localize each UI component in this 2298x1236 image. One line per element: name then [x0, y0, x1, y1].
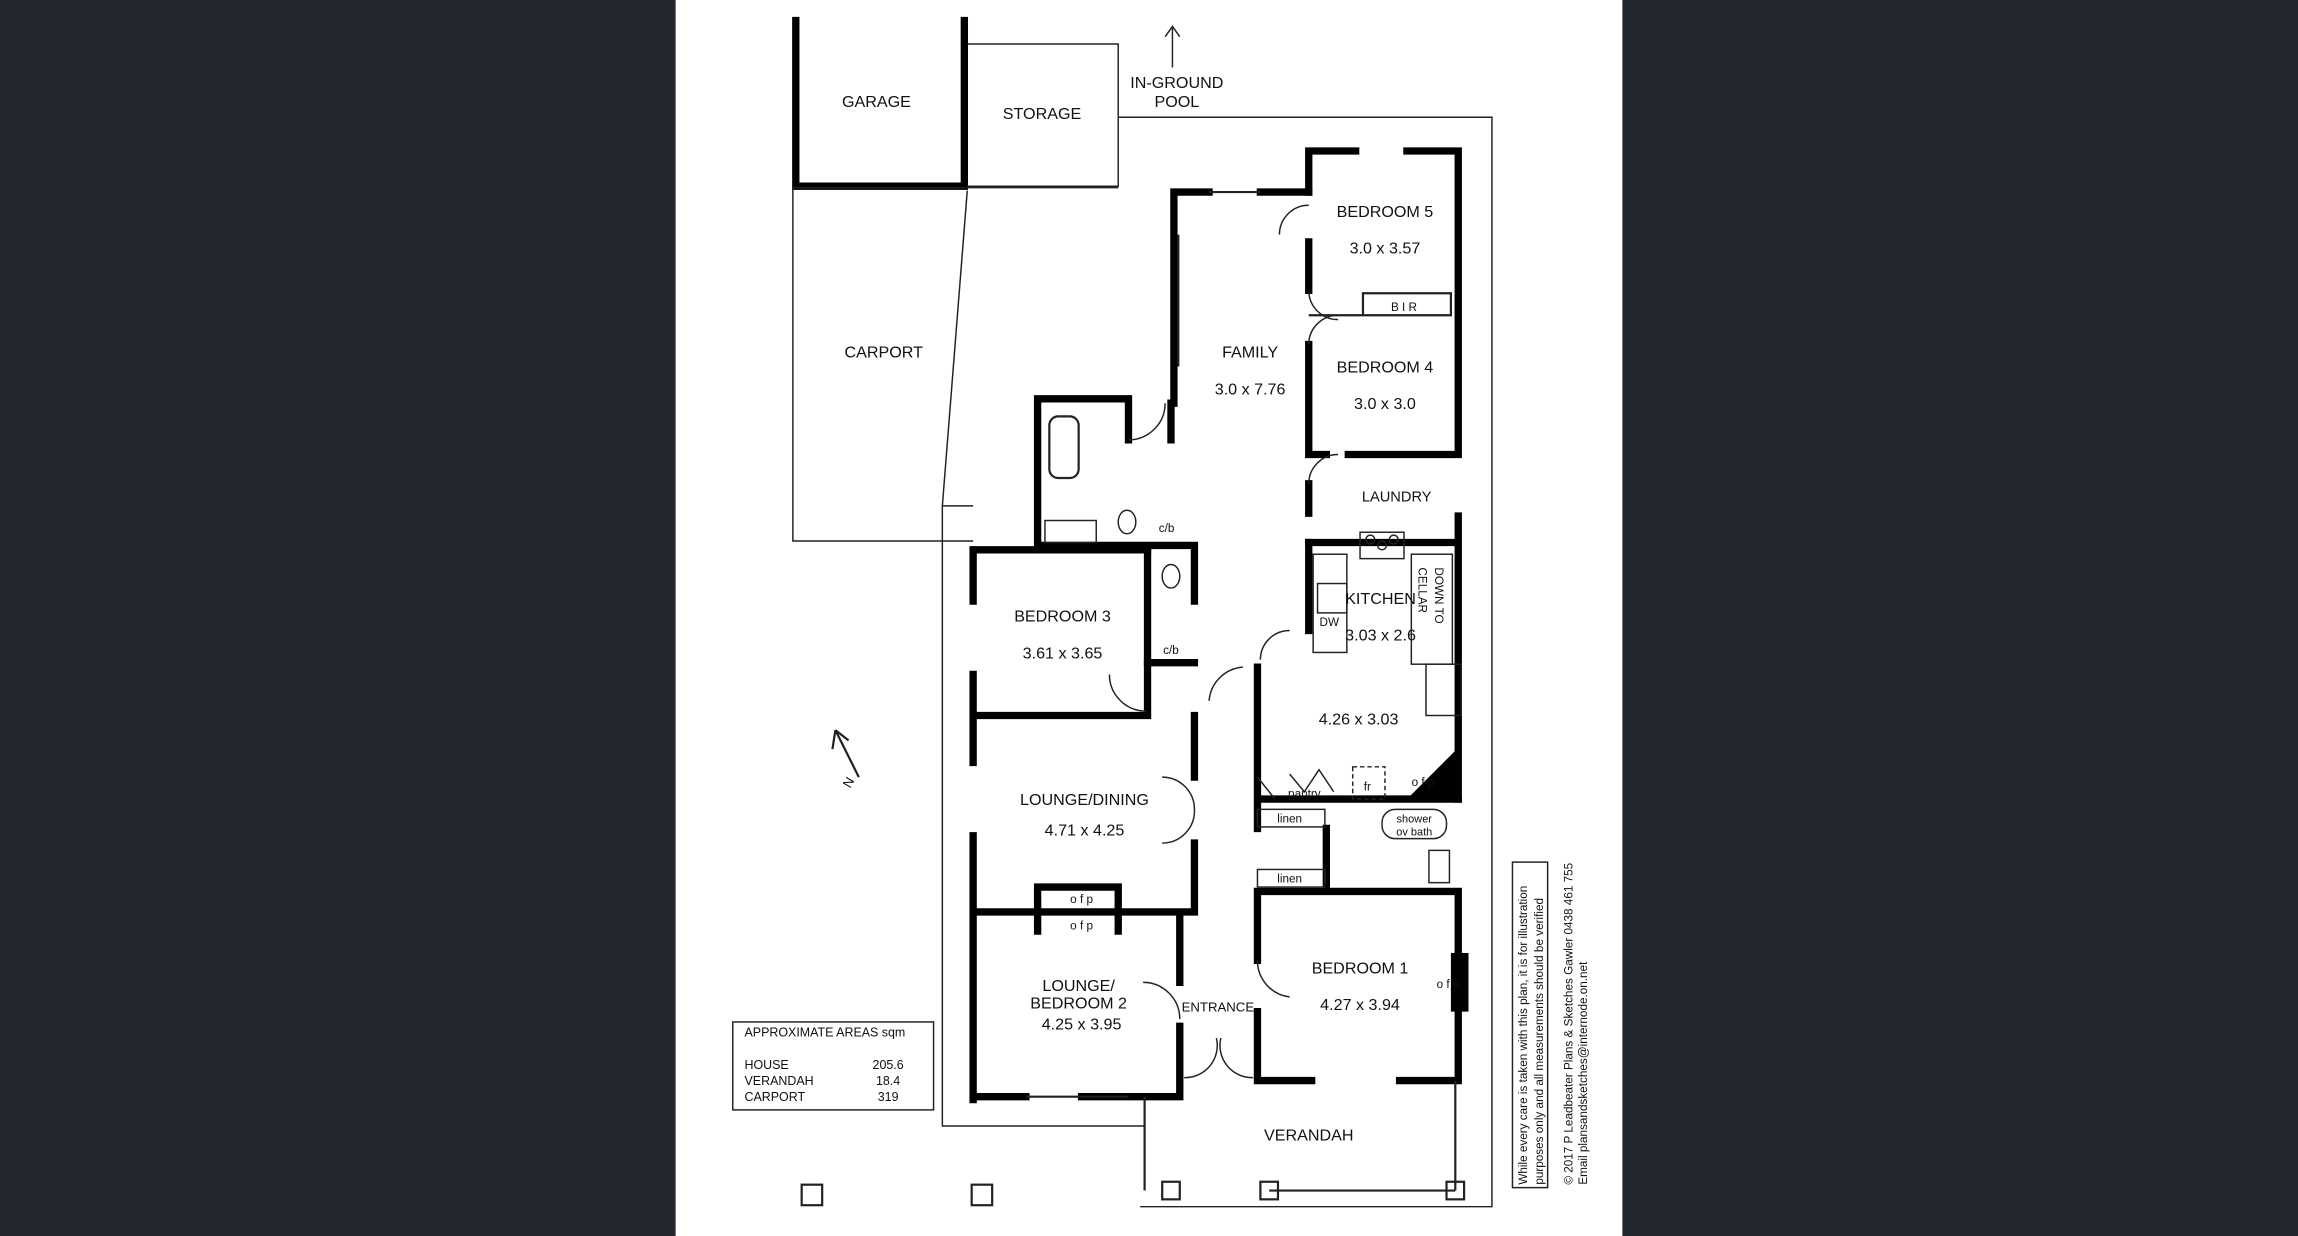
bedroom1-label: BEDROOM 1 — [1312, 960, 1409, 978]
walls — [969, 147, 1469, 1192]
storage: STORAGE — [967, 43, 1119, 187]
garage: GARAGE — [792, 16, 969, 190]
bedroom1-ofp-label: o f p — [1437, 978, 1460, 991]
disclaimer: While every care is taken with this plan… — [1511, 861, 1590, 1189]
lounge-bed2-size: 4.25 x 3.95 — [1042, 1015, 1122, 1033]
disclaimer-line-1: While every care is taken with this plan… — [1517, 886, 1530, 1185]
bedroom1-size: 4.27 x 3.94 — [1320, 996, 1400, 1014]
fixtures — [800, 204, 1466, 1207]
bir-label: B I R — [1391, 301, 1417, 314]
meals-size: 4.26 x 3.03 — [1319, 710, 1399, 728]
lounge-dining-label: LOUNGE/DINING — [1020, 791, 1149, 809]
area-house-value: 205.6 — [873, 1058, 904, 1072]
kitchen-size: 3.03 x 2.6 — [1345, 627, 1416, 645]
cb-label-2: c/b — [1163, 644, 1179, 657]
pool-label-1: IN-GROUND — [1130, 74, 1223, 92]
lounge-bed2-label-2: BEDROOM 2 — [1030, 995, 1127, 1013]
verandah-label: VERANDAH — [1264, 1127, 1353, 1145]
disclaimer-line-2: purposes only and all measurements shoul… — [1533, 898, 1546, 1185]
lounge-dining-size: 4.71 x 4.25 — [1045, 822, 1125, 840]
entrance-label: ENTRANCE — [1182, 1000, 1255, 1015]
site-boundary — [941, 116, 1493, 1208]
bedroom4-size: 3.0 x 3.0 — [1354, 395, 1416, 413]
ofp-label-1: o f p — [1070, 893, 1093, 906]
shower-label: shower — [1397, 814, 1433, 826]
area-verandah-value: 18.4 — [876, 1074, 900, 1088]
credit-line-1: © 2017 P Leadbeater Plans & Sketches Gaw… — [1563, 862, 1576, 1184]
bedroom5-size: 3.0 x 3.57 — [1350, 240, 1421, 258]
kitchen-ofp-label: o f p — [1412, 776, 1435, 789]
area-house-label: HOUSE — [745, 1058, 789, 1072]
lounge-bed2-label-1: LOUNGE/ — [1042, 977, 1115, 995]
credit-line-2: Email plansandsketches@internode.on.net — [1577, 961, 1590, 1185]
pool-pointer: IN-GROUND POOL — [1130, 25, 1223, 111]
garage-label: GARAGE — [842, 93, 911, 111]
bedroom5-label: BEDROOM 5 — [1337, 203, 1434, 221]
fridge-label: fr — [1364, 780, 1371, 793]
family-label: FAMILY — [1222, 344, 1278, 362]
pantry-label: pantry — [1288, 788, 1321, 801]
areas-title: APPROXIMATE AREAS sqm — [745, 1026, 906, 1040]
bedroom4-label: BEDROOM 4 — [1337, 358, 1434, 376]
linen-label-1: linen — [1277, 813, 1302, 826]
storage-label: STORAGE — [1003, 105, 1082, 123]
area-carport-value: 319 — [878, 1090, 899, 1104]
cellar-label-1: DOWN TO — [1432, 567, 1445, 623]
bedroom3-label: BEDROOM 3 — [1014, 608, 1111, 626]
linen-label-2: linen — [1277, 873, 1302, 886]
area-verandah-label: VERANDAH — [745, 1074, 814, 1088]
ofp-label-2: o f p — [1070, 920, 1093, 933]
bedroom3-size: 3.61 x 3.65 — [1023, 644, 1103, 662]
kitchen-label: KITCHEN — [1345, 590, 1416, 608]
carport-label: CARPORT — [844, 344, 923, 362]
laundry-label: LAUNDRY — [1362, 489, 1432, 505]
family-size: 3.0 x 7.76 — [1215, 380, 1286, 398]
cellar-label-2: CELLAR — [1416, 567, 1429, 613]
cb-label-1: c/b — [1159, 522, 1175, 535]
pool-label-2: POOL — [1154, 93, 1199, 111]
dw-label: DW — [1320, 616, 1340, 629]
area-carport-label: CARPORT — [745, 1090, 806, 1104]
ov-bath-label: ov bath — [1396, 827, 1432, 839]
areas-table: APPROXIMATE AREAS sqm HOUSE 205.6 VERAND… — [732, 1021, 935, 1111]
